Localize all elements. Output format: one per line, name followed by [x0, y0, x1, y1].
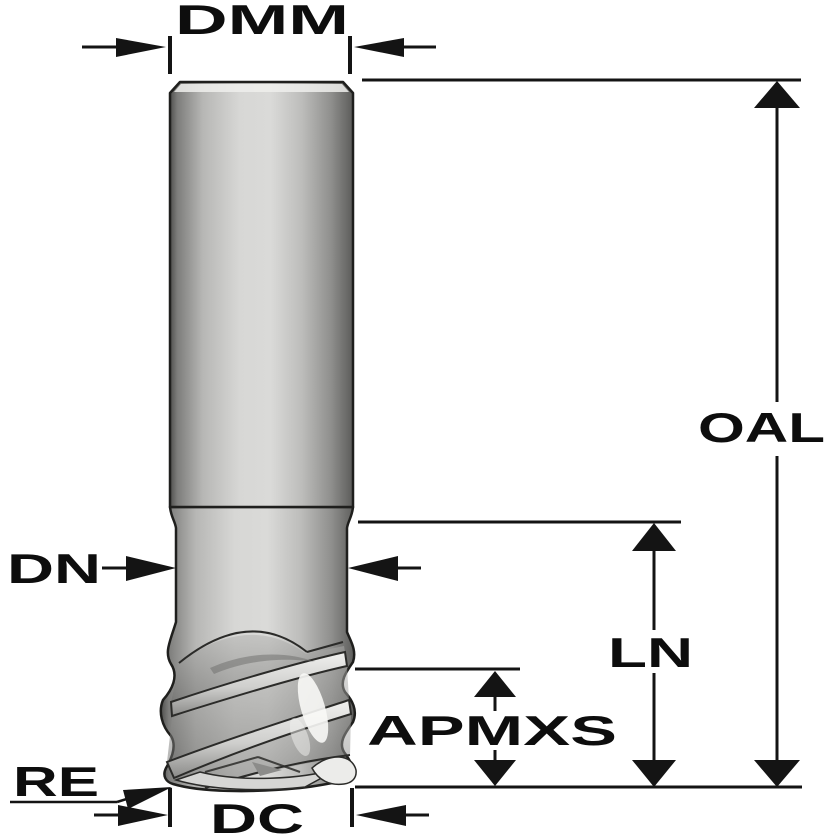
ln-label: LN: [608, 629, 693, 676]
tool-body: [159, 80, 357, 793]
dc-left-arrow-icon: [118, 805, 168, 826]
flute-band-upper: [169, 650, 349, 718]
dimension-apmxs: APMXS: [355, 667, 617, 786]
dc-right-arrow-icon: [356, 805, 406, 826]
flute-dome-edge: [178, 630, 308, 664]
flute-highlight: [297, 673, 329, 743]
apmxs-label: APMXS: [367, 707, 617, 754]
end-face-facet-line-2: [257, 756, 301, 773]
dn-right-arrow-icon: [348, 556, 398, 581]
dimension-dc: DC: [94, 788, 429, 840]
flute-highlight-small: [289, 718, 311, 756]
ln-top-arrow-icon: [632, 523, 676, 551]
flute-dome-sliver: [210, 654, 315, 674]
oal-label: OAL: [698, 404, 825, 451]
dimension-dn: DN: [7, 545, 421, 592]
oal-top-arrow-icon: [754, 81, 800, 108]
apmxs-top-arrow-icon: [474, 671, 516, 697]
dmm-label: DMM: [175, 0, 349, 43]
dc-label: DC: [210, 795, 304, 840]
end-face-facet-line-1: [204, 756, 259, 773]
oal-bottom-arrow-icon: [754, 760, 800, 787]
dn-label: DN: [7, 545, 101, 592]
flute-dome-edge-right: [306, 641, 344, 653]
dimension-re: RE: [10, 758, 172, 809]
dn-left-arrow-icon: [126, 556, 176, 581]
dimension-dmm: DMM: [82, 0, 436, 74]
dmm-left-arrow-icon: [116, 38, 166, 57]
apmxs-bottom-arrow-icon: [474, 760, 516, 786]
ln-bottom-arrow-icon: [632, 760, 676, 787]
end-face-notch: [252, 762, 282, 776]
re-arrow-icon: [123, 787, 172, 809]
flute-groove-1: [171, 634, 345, 702]
re-label: RE: [13, 758, 99, 805]
tool-shank: [168, 80, 355, 509]
corner-radius-lobe: [311, 756, 357, 786]
shank-top-chamfer-highlight: [174, 84, 349, 92]
dimension-ln: LN: [358, 520, 693, 787]
dmm-right-arrow-icon: [354, 38, 404, 57]
dimension-oal: OAL: [362, 78, 825, 787]
